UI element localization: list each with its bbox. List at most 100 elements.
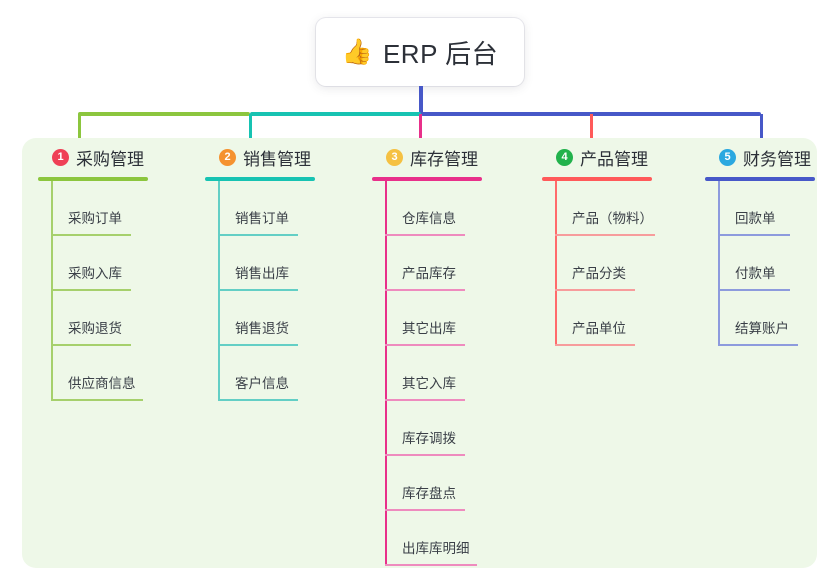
leaf-item[interactable]: 采购订单 [38,181,188,236]
branch-column-sales[interactable]: 2 销售管理销售订单销售出库销售退货客户信息 [205,145,355,401]
leaf-item-underline [51,234,131,236]
branch-title: 产品管理 [580,149,648,169]
leaf-item-label: 出库库明细 [402,541,470,556]
leaf-item-underline [555,344,635,346]
branch-spine [555,181,557,346]
leaf-item-underline [218,289,298,291]
branch-column-purchase[interactable]: 1 采购管理采购订单采购入库采购退货供应商信息 [38,145,188,401]
leaf-item-label: 供应商信息 [68,376,136,391]
leaf-item[interactable]: 产品（物料） [542,181,692,236]
leaf-item-label: 销售订单 [235,211,289,226]
leaf-item[interactable]: 采购退货 [38,291,188,346]
branch-number-badge: 3 [386,148,403,166]
leaf-item[interactable]: 其它出库 [372,291,522,346]
leaf-item[interactable]: 其它入库 [372,346,522,401]
branch-header-product[interactable]: 4 产品管理 [542,145,692,169]
leaf-item-underline [718,289,790,291]
leaf-item[interactable]: 库存调拨 [372,401,522,456]
branches-panel [22,138,817,568]
leaf-item-underline [51,399,143,401]
leaf-item-label: 库存盘点 [402,486,456,501]
leaf-item-underline [218,344,298,346]
leaf-item-label: 采购入库 [68,266,122,281]
branch-items-inventory: 仓库信息产品库存其它出库其它入库库存调拨库存盘点出库库明细 [372,181,522,566]
root-node-content: 👍 ERP 后台 [342,34,498,71]
leaf-item[interactable]: 销售订单 [205,181,355,236]
drop-product [590,114,593,146]
leaf-item-underline [385,564,477,566]
branch-underline [372,177,482,181]
leaf-item-label: 客户信息 [235,376,289,391]
branch-underline [705,177,815,181]
leaf-item-underline [385,234,465,236]
branch-header-sales[interactable]: 2 销售管理 [205,145,355,169]
bar-green [78,112,250,116]
leaf-item-underline [51,289,131,291]
leaf-item-label: 销售退货 [235,321,289,336]
branch-title: 销售管理 [243,149,311,169]
leaf-item-label: 采购订单 [68,211,122,226]
branch-underline [205,177,315,181]
branch-underline [542,177,652,181]
leaf-item[interactable]: 付款单 [705,236,839,291]
leaf-item-label: 产品分类 [572,266,626,281]
branch-title: 库存管理 [410,149,478,169]
branch-items-finance: 回款单付款单结算账户 [705,181,839,346]
branch-header-inventory[interactable]: 3 库存管理 [372,145,522,169]
branch-spine [385,181,387,566]
leaf-item[interactable]: 产品分类 [542,236,692,291]
leaf-item[interactable]: 产品库存 [372,236,522,291]
leaf-item[interactable]: 仓库信息 [372,181,522,236]
root-stem-connector [419,86,423,114]
leaf-item[interactable]: 供应商信息 [38,346,188,401]
leaf-item-underline [218,234,298,236]
leaf-item-label: 产品库存 [402,266,456,281]
leaf-item[interactable]: 客户信息 [205,346,355,401]
leaf-item-underline [555,234,655,236]
leaf-item-label: 仓库信息 [402,211,456,226]
leaf-item-underline [385,344,465,346]
thumbs-up-icon: 👍 [341,37,373,66]
leaf-item[interactable]: 销售出库 [205,236,355,291]
leaf-item-underline [385,509,465,511]
branch-number-badge: 2 [219,148,236,166]
leaf-item-label: 其它入库 [402,376,456,391]
root-title: ERP 后台 [382,38,499,69]
leaf-item[interactable]: 库存盘点 [372,456,522,511]
branch-column-product[interactable]: 4 产品管理产品（物料） 产品分类产品单位 [542,145,692,346]
leaf-item-label: 产品（物料） [572,211,653,226]
branch-title: 采购管理 [76,149,144,169]
branch-header-purchase[interactable]: 1 采购管理 [38,145,188,169]
branch-underline [38,177,148,181]
leaf-item[interactable]: 结算账户 [705,291,839,346]
branch-number-badge: 1 [52,148,69,166]
leaf-item-label: 付款单 [735,266,776,281]
drop-inventory [419,114,422,146]
branch-spine [718,181,720,346]
leaf-item-underline [555,289,635,291]
leaf-item-underline [718,234,790,236]
leaf-item-label: 销售出库 [235,266,289,281]
leaf-item-underline [718,344,798,346]
branch-number-badge: 4 [556,148,573,166]
branch-number-badge: 5 [719,148,736,166]
bar-teal [250,112,421,116]
leaf-item-underline [385,454,465,456]
leaf-item[interactable]: 采购入库 [38,236,188,291]
leaf-item[interactable]: 产品单位 [542,291,692,346]
leaf-item[interactable]: 销售退货 [205,291,355,346]
leaf-item[interactable]: 回款单 [705,181,839,236]
leaf-item-label: 库存调拨 [402,431,456,446]
root-node[interactable]: 👍 ERP 后台 [316,18,524,86]
leaf-item[interactable]: 出库库明细 [372,511,522,566]
leaf-item-label: 产品单位 [572,321,626,336]
leaf-item-underline [385,399,465,401]
branch-column-inventory[interactable]: 3 库存管理仓库信息产品库存其它出库其它入库库存调拨库存盘点出库库明细 [372,145,522,566]
leaf-item-underline [51,344,131,346]
branch-items-purchase: 采购订单采购入库采购退货供应商信息 [38,181,188,401]
branch-spine [51,181,53,401]
leaf-item-label: 结算账户 [735,321,789,336]
